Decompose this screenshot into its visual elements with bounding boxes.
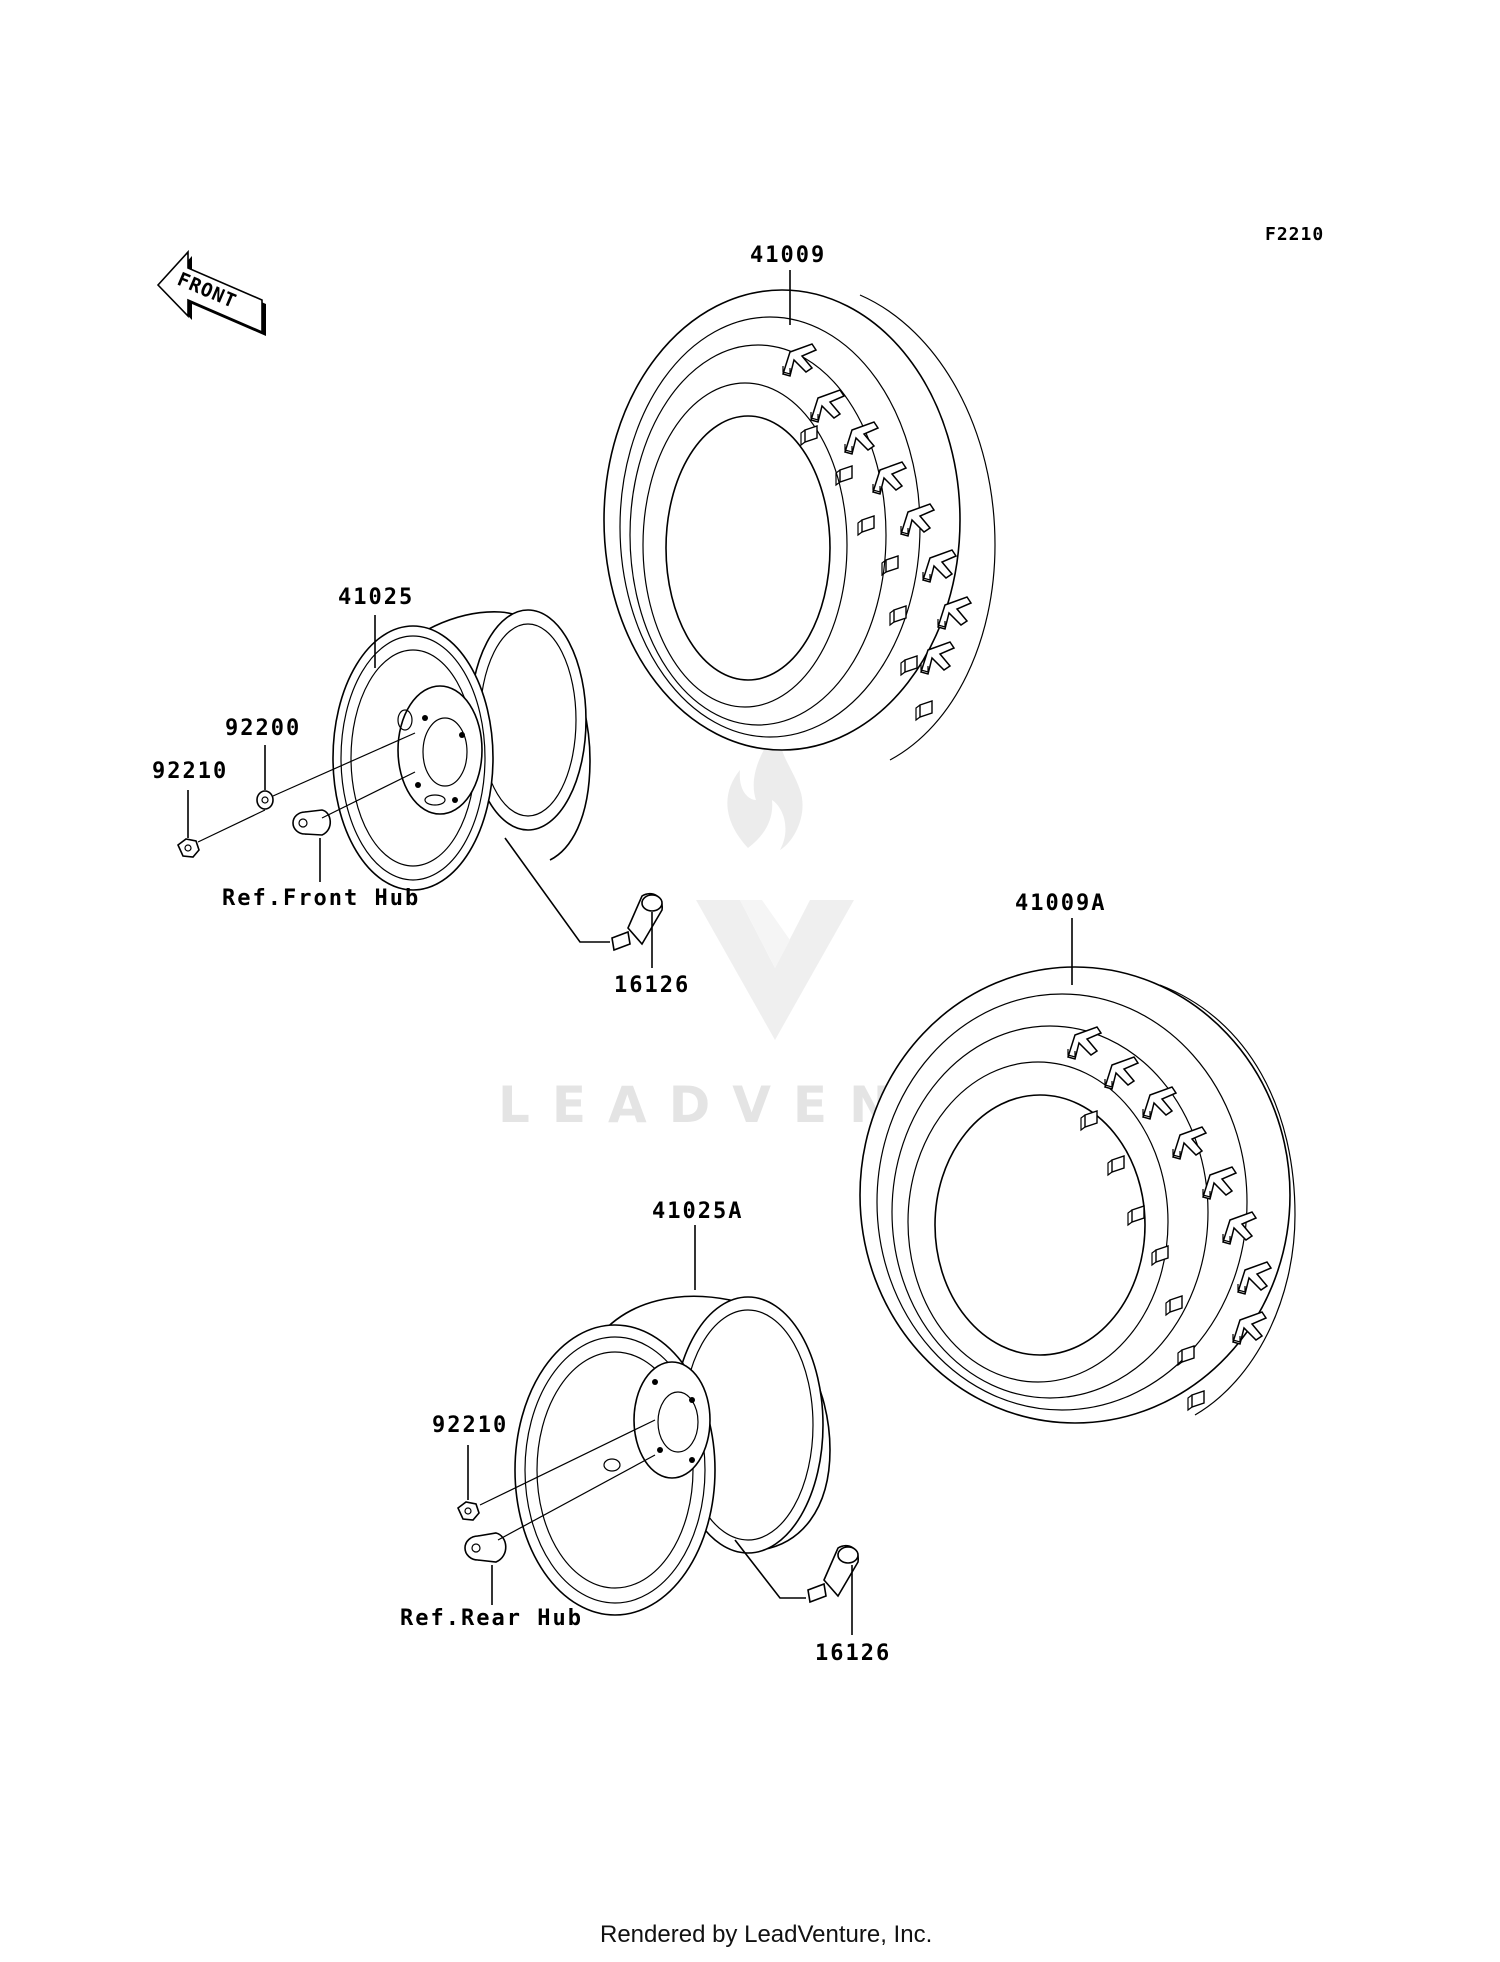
callout-92210-front: 92210 <box>152 759 228 784</box>
callout-16126-front: 16126 <box>614 973 690 998</box>
front-tire <box>603 289 996 761</box>
callout-41009: 41009 <box>750 243 826 268</box>
front-hub-stud <box>292 809 332 836</box>
footer-credit: Rendered by LeadVenture, Inc. <box>600 1921 932 1948</box>
callout-41025: 41025 <box>338 585 414 610</box>
diagram-code: F2210 <box>1265 224 1324 245</box>
front-arrow: FRONT <box>156 249 266 336</box>
callout-41025A: 41025A <box>652 1199 743 1224</box>
rear-hub-stud <box>464 1532 507 1563</box>
rear-valve <box>807 1544 859 1604</box>
rear-wheel <box>514 1295 831 1616</box>
callout-16126-rear: 16126 <box>815 1641 891 1666</box>
front-valve <box>611 892 663 952</box>
rear-tire <box>859 966 1296 1424</box>
front-wheel <box>332 609 591 891</box>
watermark-logo <box>696 726 854 1040</box>
callout-41009A: 41009A <box>1015 891 1106 916</box>
rear-nut <box>457 1501 480 1521</box>
front-hub-ref: Ref.Front Hub <box>222 886 420 911</box>
rear-hub-ref: Ref.Rear Hub <box>400 1606 583 1631</box>
front-nut <box>177 838 200 858</box>
callout-92210-rear: 92210 <box>432 1413 508 1438</box>
front-washer <box>256 790 274 810</box>
callout-92200: 92200 <box>225 716 301 741</box>
